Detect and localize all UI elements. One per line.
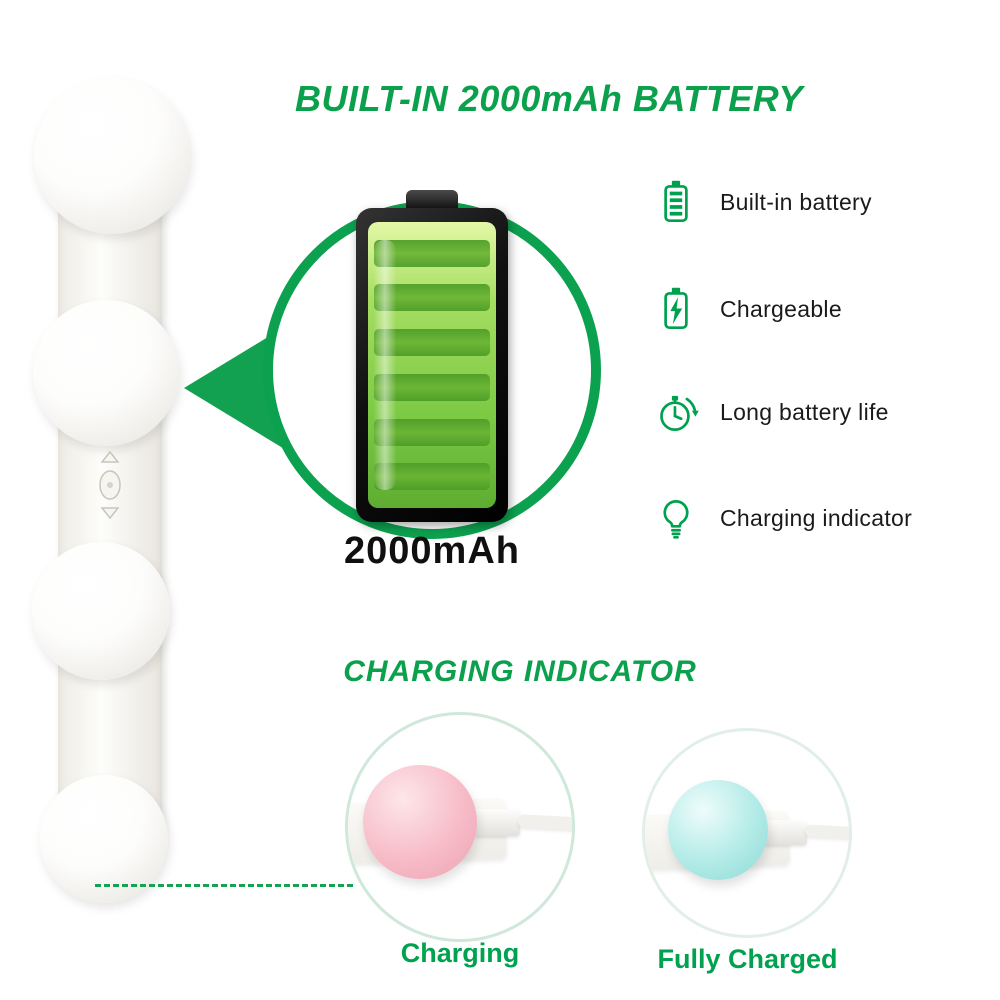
battery-capacity-label: 2000mAh [344,530,520,572]
charging-state-label: Charging [400,938,520,968]
battery-gloss-highlight [374,240,396,490]
feature-item: Charging indicator [648,490,912,546]
charging-indicator-icon [648,490,704,546]
battery-illustration [356,190,508,522]
charging-state-photo [345,712,575,942]
light-bulb [34,78,190,234]
usb-plug [472,809,520,836]
page-title: BUILT-IN 2000mAh BATTERY [295,78,804,119]
brightness-up-button [100,450,120,469]
brightness-down-button [100,506,120,525]
chargeable-battery-icon [648,281,704,337]
feature-item: Built-in battery [648,174,872,230]
feature-label: Charging indicator [720,504,913,531]
dashed-connector-line [95,884,353,887]
light-bulb [32,542,170,680]
charged-bulb-cyan [668,780,768,880]
charging-section-title: CHARGING INDICATOR [343,655,697,688]
battery-body [356,208,508,522]
builtin-battery-icon [648,174,704,230]
usb-plug [763,820,807,845]
feature-label: Long battery life [720,398,889,425]
battery-terminal [406,190,458,212]
power-button [98,468,122,507]
light-bulb [40,775,168,903]
feature-item: Chargeable [648,281,842,337]
charged-state-photo [642,728,852,938]
charging-bulb-pink [363,765,477,879]
feature-label: Built-in battery [720,188,872,215]
long-battery-life-icon [648,384,704,440]
usb-cable [804,824,849,840]
feature-label: Chargeable [720,295,842,322]
usb-cable [517,814,572,831]
charged-state-label: Fully Charged [657,944,838,974]
feature-item: Long battery life [648,384,889,440]
light-bulb [33,300,179,446]
